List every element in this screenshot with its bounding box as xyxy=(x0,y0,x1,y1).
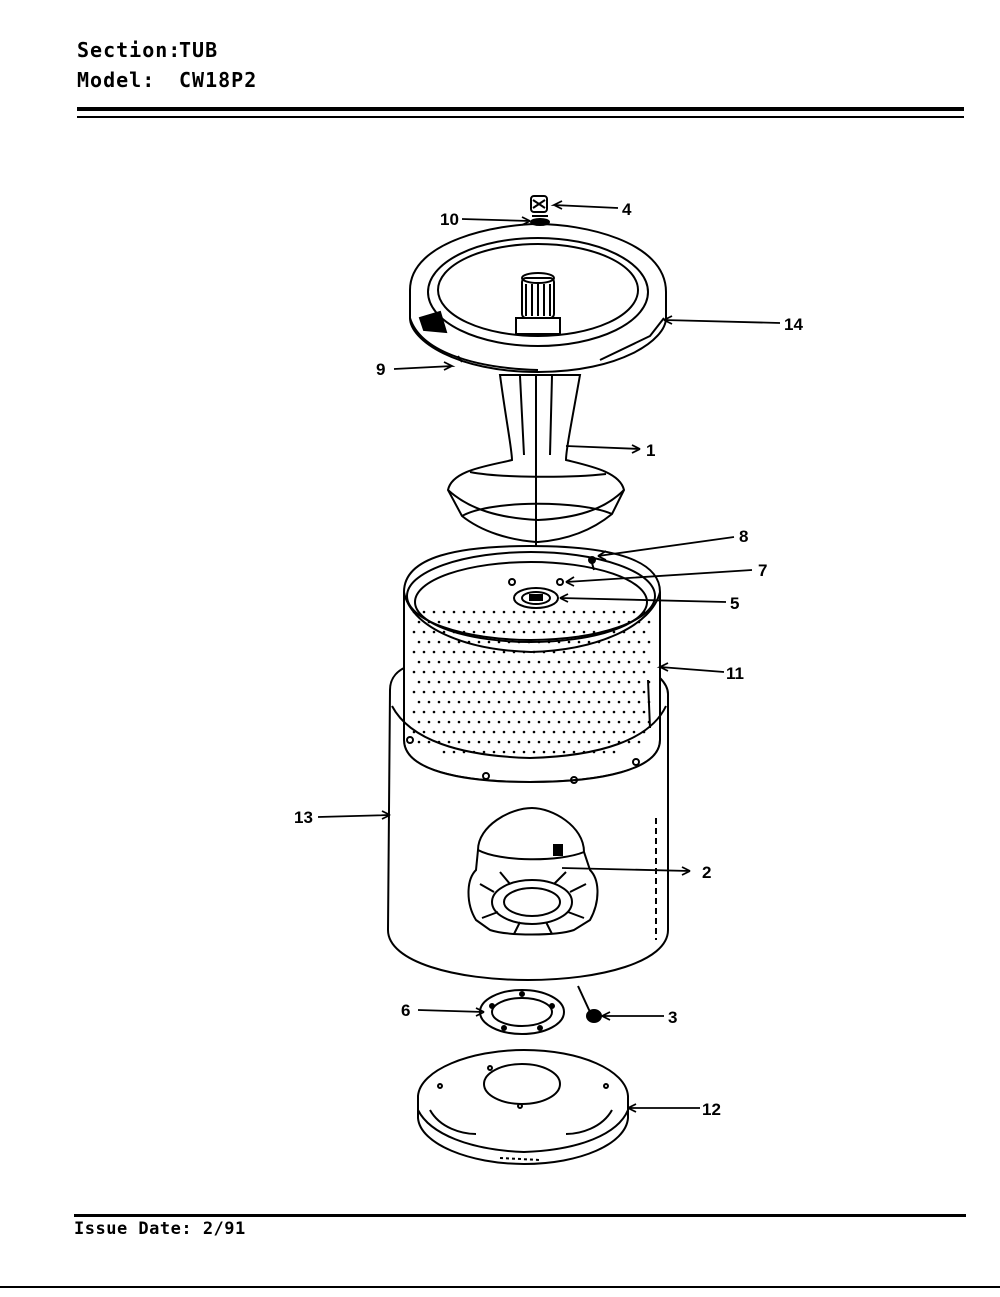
section-label: Section: xyxy=(77,38,182,62)
callout-4: 4 xyxy=(622,200,632,219)
agitator-shaft xyxy=(515,272,561,335)
callout-5: 5 xyxy=(730,594,739,613)
outer-tub-part xyxy=(386,666,669,982)
callout-2: 2 xyxy=(702,863,711,882)
leader-lines xyxy=(317,200,781,1113)
callout-8: 8 xyxy=(739,527,748,546)
callout-10: 10 xyxy=(440,210,459,229)
base-plate-part xyxy=(417,1048,629,1166)
callout-6: 6 xyxy=(401,1001,410,1020)
callout-12: 12 xyxy=(702,1100,721,1119)
model-label: Model: xyxy=(77,68,156,92)
issue-date: Issue Date: 2/91 xyxy=(74,1219,246,1239)
callout-7: 7 xyxy=(758,561,767,580)
model-value: CW18P2 xyxy=(179,68,258,92)
footer-rule xyxy=(74,1214,966,1217)
header-rule-thin xyxy=(77,116,964,118)
callout-13: 13 xyxy=(294,808,313,827)
section-value: TUB xyxy=(179,38,219,62)
tub-support-part xyxy=(446,374,626,556)
callout-1: 1 xyxy=(646,441,655,460)
gasket-ring-part xyxy=(479,989,565,1035)
callout-3: 3 xyxy=(668,1008,677,1027)
drive-nut-part xyxy=(530,195,550,226)
model-heading: Model: CW18P2 xyxy=(77,68,257,92)
drain-screw-part xyxy=(577,985,602,1023)
callout-9: 9 xyxy=(376,360,385,379)
callout-14: 14 xyxy=(784,315,803,334)
spin-basket-part xyxy=(403,544,661,784)
section-heading: Section:TUB xyxy=(77,38,218,62)
basket-perforations xyxy=(412,610,651,754)
callout-11: 11 xyxy=(726,664,744,683)
page-bottom-rule xyxy=(0,1286,1000,1288)
header-rule-thick xyxy=(77,107,964,111)
